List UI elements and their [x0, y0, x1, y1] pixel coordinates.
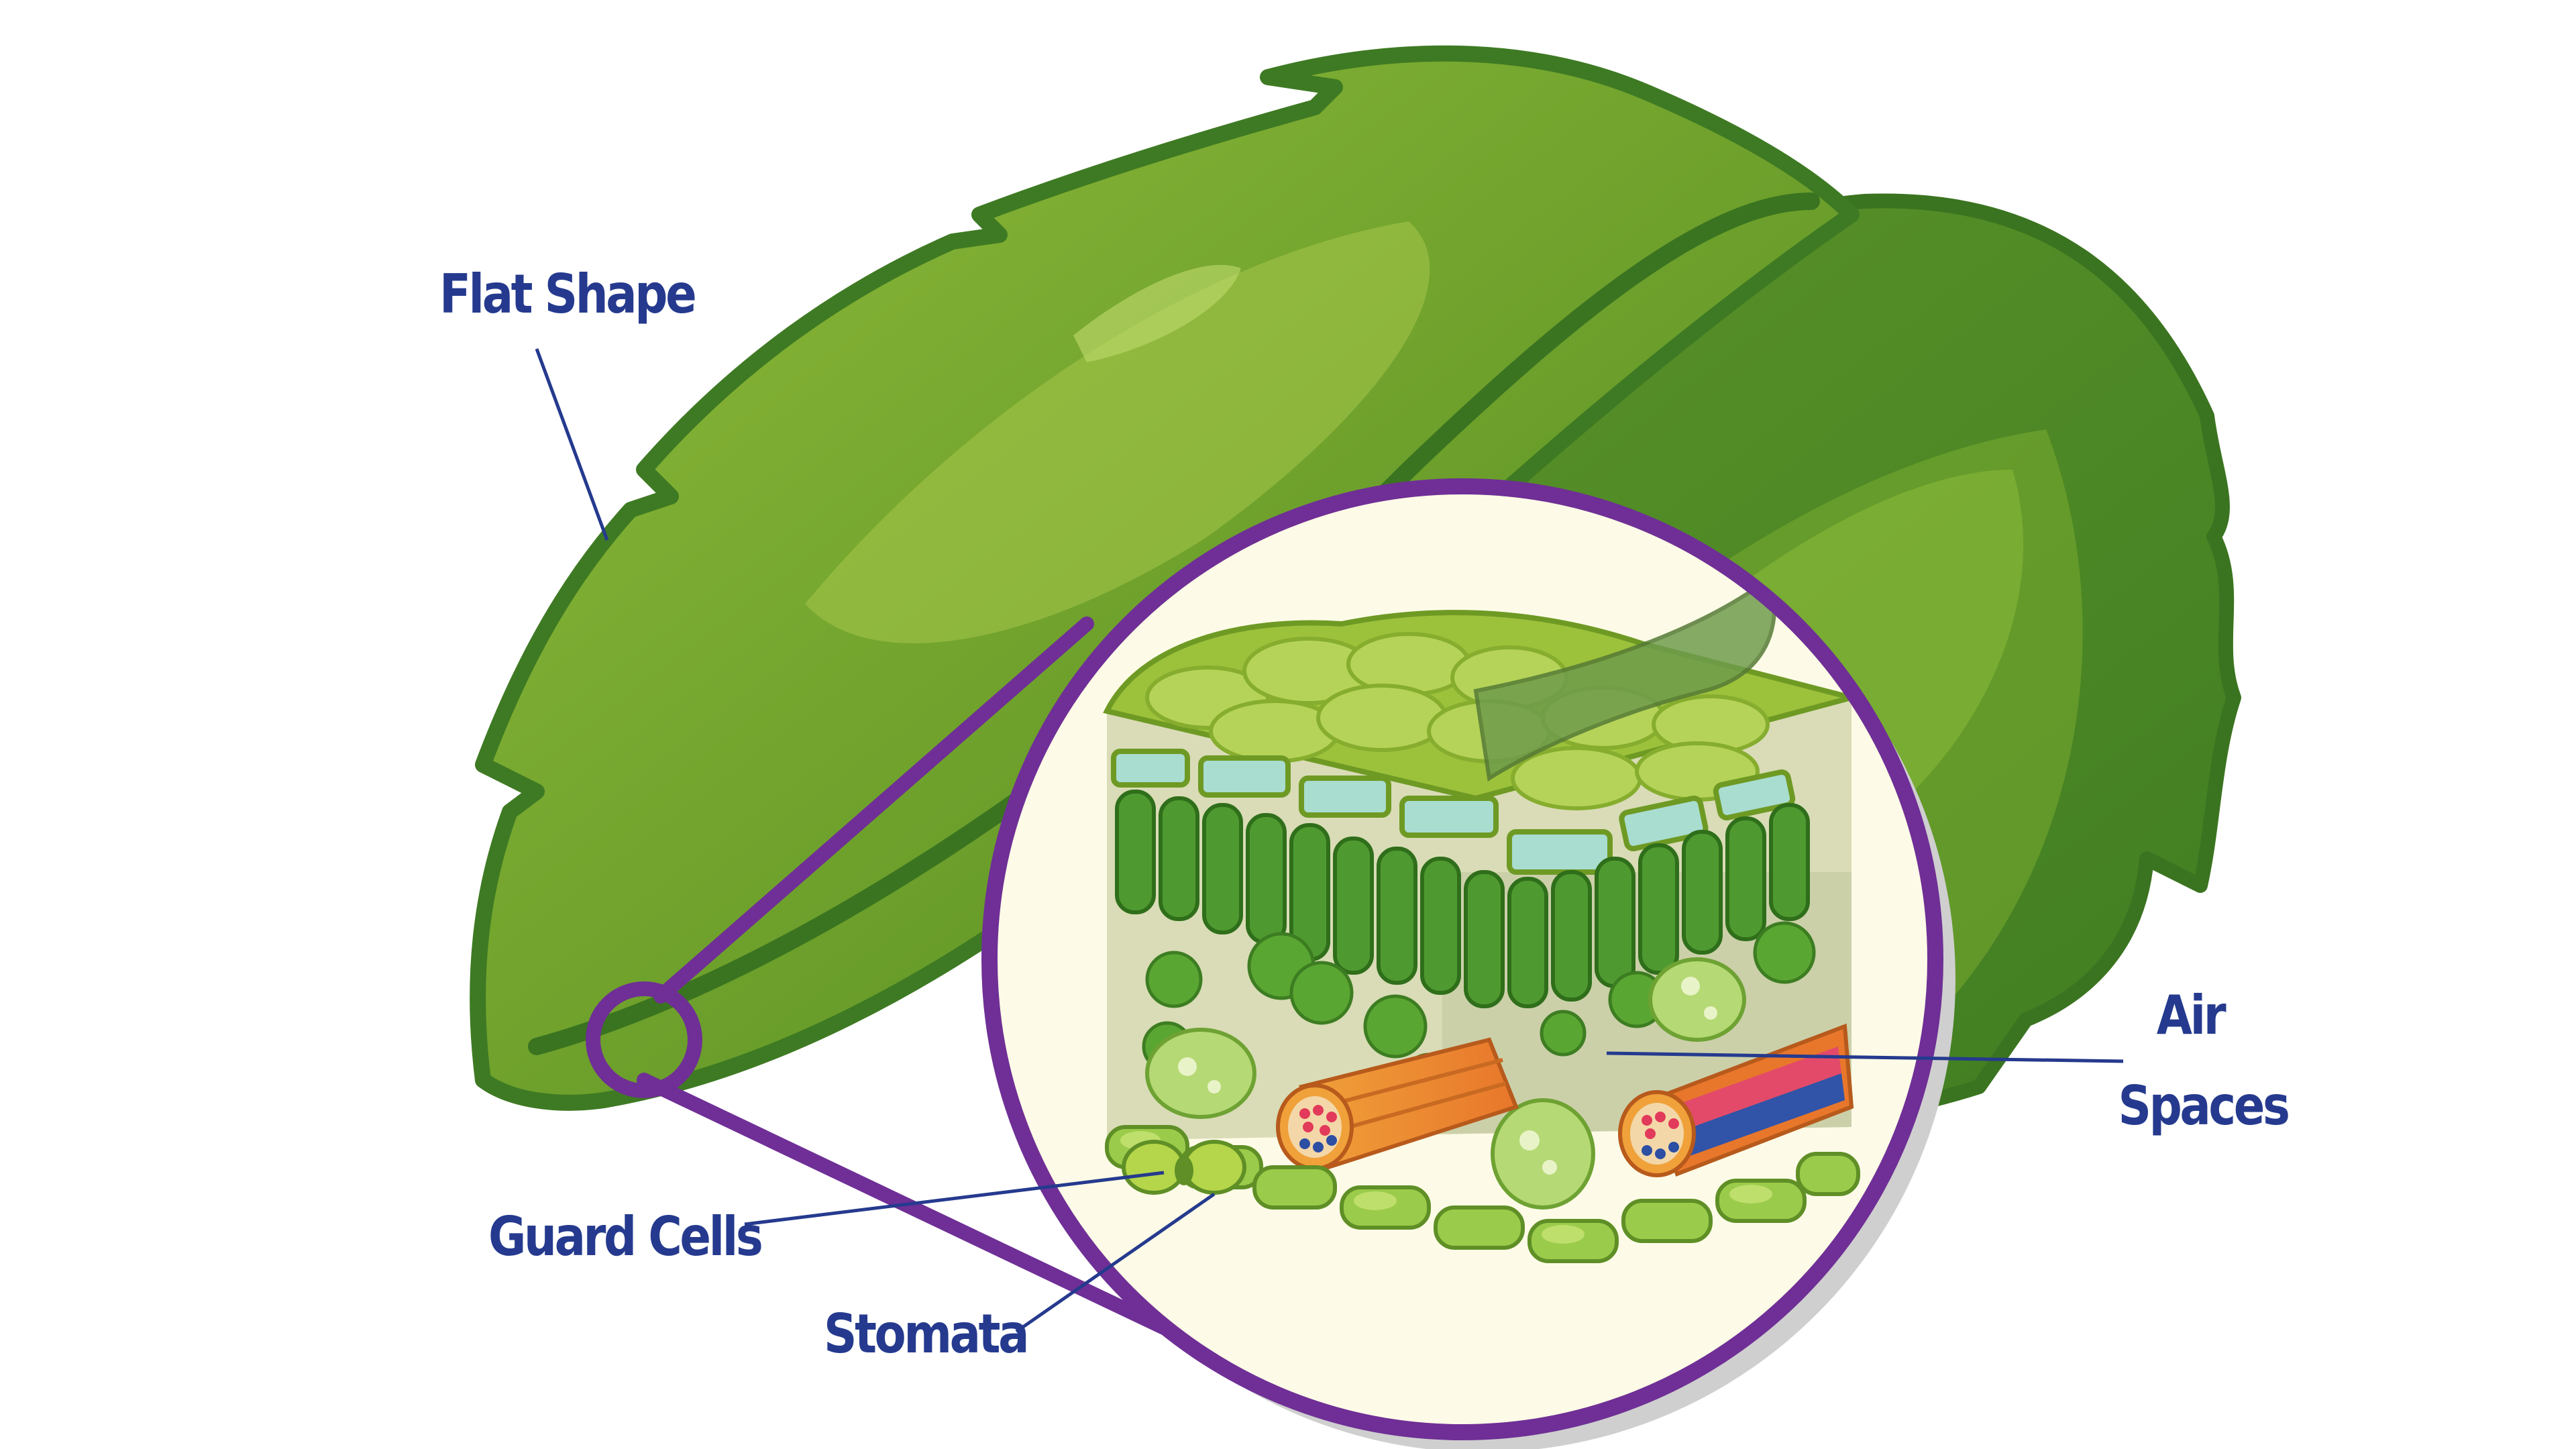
label-guard-cells: Guard Cells — [488, 1205, 763, 1268]
vascular-bundle-right — [1618, 1023, 1854, 1177]
label-air: Air — [2156, 984, 2226, 1046]
spongy-cell-vacuoles — [1178, 977, 1717, 1175]
guard-cells — [1122, 1140, 1246, 1195]
cuticle-flap — [1473, 573, 1777, 782]
magnifier-ring — [981, 478, 1943, 1440]
leaf-tissue-block — [1103, 573, 1862, 1263]
flat-shape-leader — [535, 348, 609, 541]
air-spaces-leader — [1606, 1051, 2124, 1063]
vascular-bundle-left — [1276, 1037, 1519, 1171]
magnifier-small-circle — [586, 981, 702, 1098]
magnifier-circle — [981, 478, 1943, 1440]
guard-cells-leader — [744, 1171, 1165, 1226]
spongy-cells-light — [1145, 957, 1746, 1210]
label-spaces: Spaces — [2118, 1075, 2290, 1137]
label-stomata: Stomata — [824, 1303, 1029, 1365]
label-flat-shape: Flat Shape — [439, 263, 697, 325]
leader-lines — [535, 348, 2124, 1334]
front-leaf — [470, 45, 1860, 1111]
upper-epidermis — [1111, 749, 1796, 875]
palisade-layer — [1115, 790, 1810, 1008]
stoma-pore — [1175, 1156, 1193, 1185]
stomata-leader — [1015, 1192, 1216, 1334]
